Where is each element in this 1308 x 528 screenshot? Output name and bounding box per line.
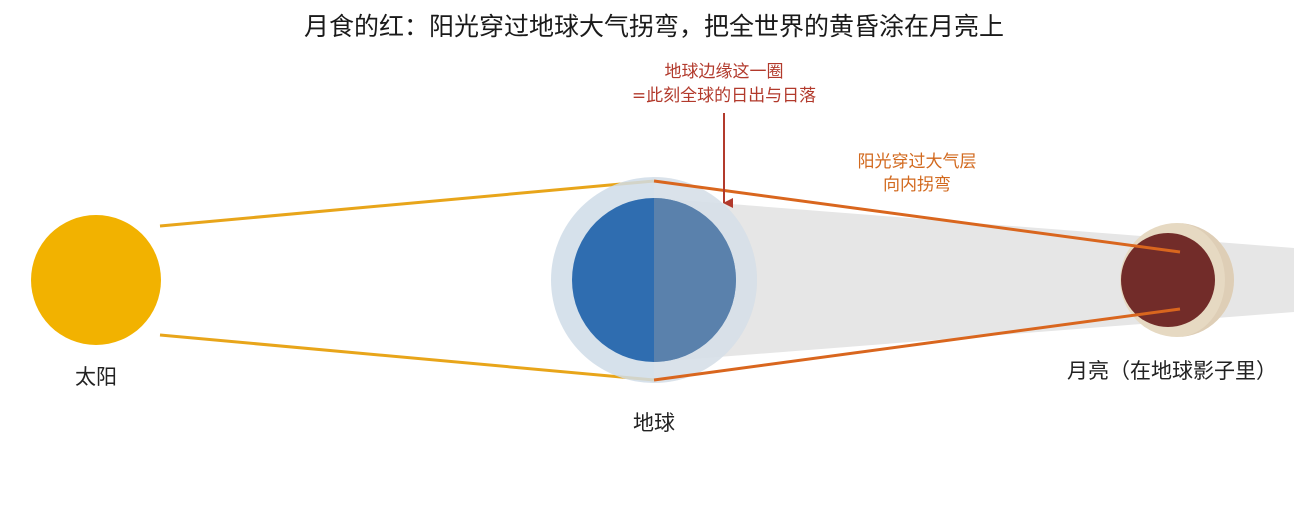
- refracted-ray-bottom: [653, 307, 1181, 382]
- rim-annotation-line1: 地球边缘这一圈: [665, 62, 784, 82]
- diagram-title: 月食的红：阳光穿过地球大气拐弯，把全世界的黄昏涂在月亮上: [304, 12, 1004, 41]
- refraction-annotation-line2: 向内拐弯: [883, 175, 951, 195]
- sunlight-ray-top: [159, 179, 655, 228]
- rim-annotation-line2: =此刻全球的日出与日落: [632, 86, 816, 106]
- refraction-annotation-line1: 阳光穿过大气层: [858, 152, 977, 172]
- moon-rim-shade: [1177, 223, 1234, 337]
- earth-label: 地球: [633, 411, 675, 435]
- sun-label: 太阳: [75, 365, 117, 389]
- sunlight-ray-bottom: [159, 333, 655, 382]
- moon: [1121, 233, 1215, 327]
- shadow-over-atmosphere: [654, 177, 757, 383]
- refracted-ray-top: [653, 179, 1181, 254]
- sun: [31, 215, 161, 345]
- earth-night-side: [654, 198, 736, 362]
- moon-label: 月亮（在地球影子里）: [1067, 359, 1277, 383]
- earth-shadow: [654, 198, 1294, 362]
